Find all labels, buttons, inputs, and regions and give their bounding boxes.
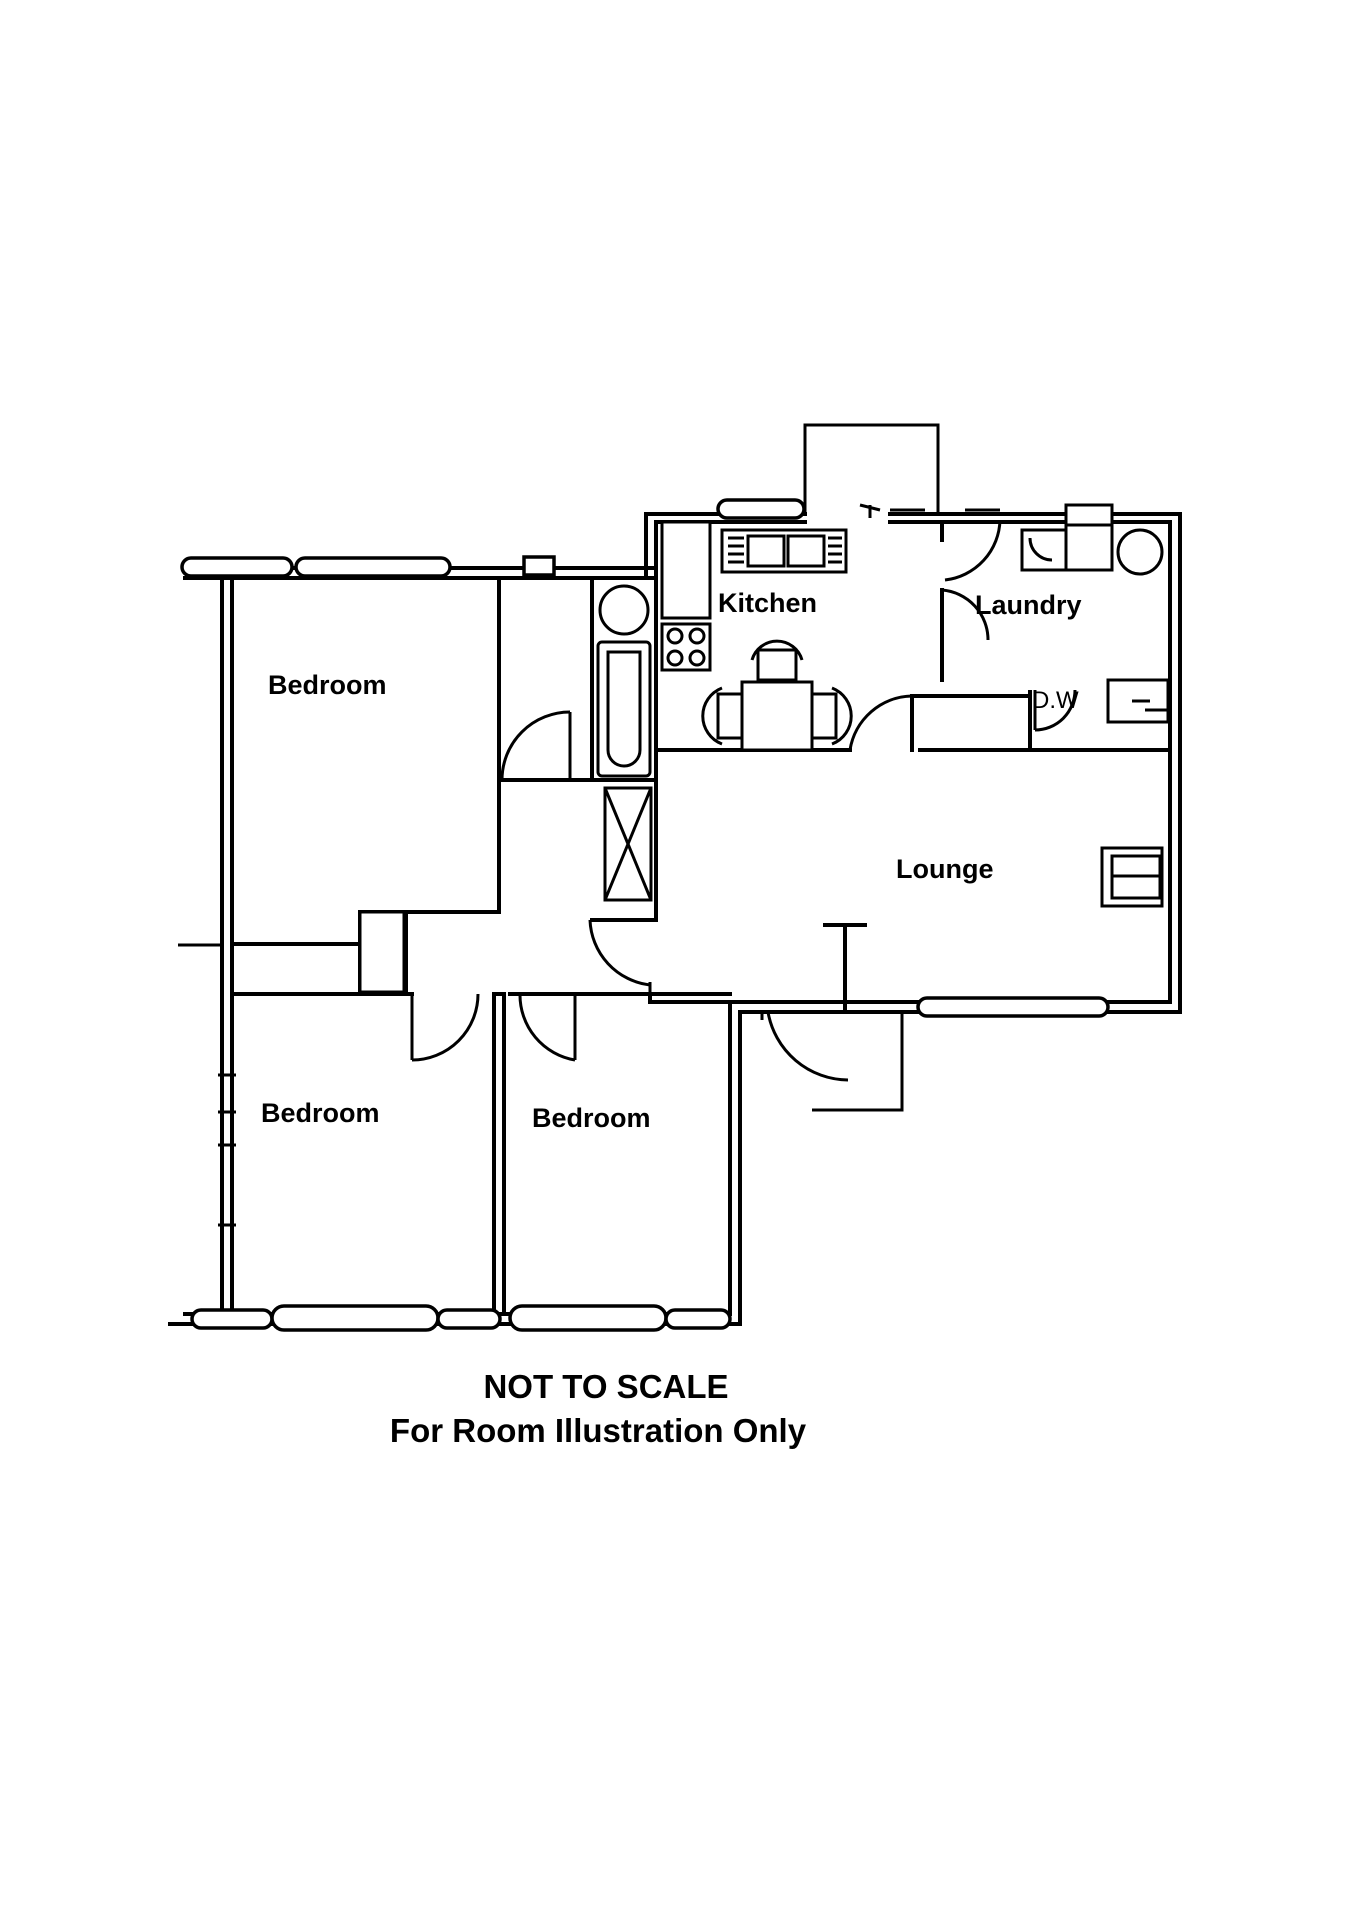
- window-lounge: [916, 996, 1110, 1018]
- window-bottom-mid: [436, 1308, 502, 1330]
- washing-machine: [1064, 522, 1114, 572]
- room-label-bedroom-bottom-right: Bedroom: [532, 1103, 651, 1133]
- doors: [410, 503, 1077, 1082]
- window-bottom-right: [508, 1304, 668, 1332]
- built-in-robe: [358, 910, 406, 994]
- window-top-vent: [522, 555, 556, 577]
- sink-bowl: [746, 534, 786, 568]
- stove-burner-icon: [688, 627, 706, 645]
- dining-chair: [810, 692, 838, 740]
- room-label-bedroom-top-left: Bedroom: [268, 670, 387, 700]
- room-label-bedroom-bottom-left: Bedroom: [261, 1098, 380, 1128]
- caption-room-illustration: For Room Illustration Only: [390, 1412, 807, 1449]
- laundry-tub: [1020, 528, 1068, 572]
- room-label-kitchen: Kitchen: [718, 588, 817, 618]
- window-top-left-1: [180, 556, 294, 578]
- window-bottom-end: [664, 1308, 732, 1330]
- dining-chair: [756, 648, 798, 682]
- washing-machine-top: [1064, 503, 1114, 527]
- fixture-label-dishwasher: D.W: [1032, 687, 1079, 714]
- hot-water-system-icon: [1116, 528, 1164, 576]
- stove-burner-icon: [688, 649, 706, 667]
- window-kitchen: [716, 498, 806, 520]
- caption-not-to-scale: NOT TO SCALE: [483, 1368, 728, 1405]
- room-label-laundry: Laundry: [975, 590, 1082, 620]
- toilet-icon: [598, 584, 650, 636]
- window-bottom-left-2: [270, 1304, 440, 1332]
- room-label-lounge: Lounge: [896, 854, 993, 884]
- window-bottom-left-1: [190, 1308, 274, 1330]
- bathtub: [596, 640, 652, 778]
- room-labels: Bedroom Kitchen Laundry Lounge Bedroom B…: [261, 588, 1082, 1133]
- windows: [180, 498, 1110, 1332]
- window-top-left-2: [294, 556, 452, 578]
- sink-bowl: [786, 534, 826, 568]
- kitchen-counter: [660, 520, 712, 620]
- dining-chair: [716, 692, 744, 740]
- dining-table: [740, 680, 814, 752]
- stove-burner-icon: [666, 627, 684, 645]
- stove-burner-icon: [666, 649, 684, 667]
- fixtures: [358, 503, 1172, 994]
- caption: NOT TO SCALE For Room Illustration Only: [390, 1368, 807, 1449]
